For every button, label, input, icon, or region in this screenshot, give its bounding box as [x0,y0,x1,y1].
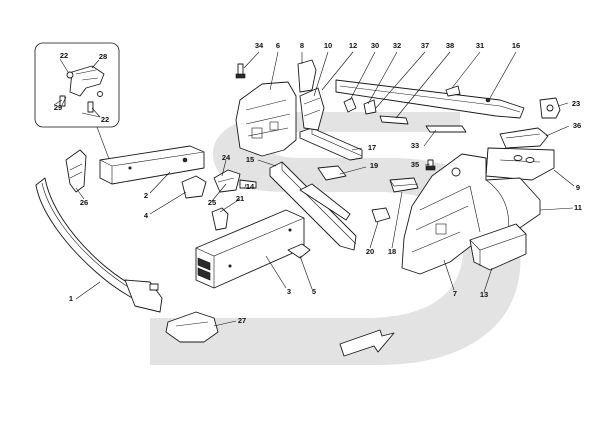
part-9-cover [485,147,555,181]
part-33-bracket [425,125,467,133]
part-8-strut [297,59,317,93]
callout-16: 16 [512,41,520,50]
callout-1: 1 [69,294,73,303]
callout-19: 19 [370,161,378,170]
part-24-25-bracket [213,169,257,193]
part-16-cross-beam [335,79,525,119]
callout-23: 23 [572,99,580,108]
callout-33: 33 [411,141,419,150]
part-18-box [389,177,419,193]
callout-26: 26 [80,198,88,207]
callout-10: 10 [324,41,332,50]
callout-5: 5 [312,287,316,296]
part-21-bracket [211,207,229,231]
callout-11: 11 [574,203,582,212]
part-3-crash-box [195,209,305,289]
callout-32: 32 [393,41,401,50]
inset-detail [34,42,120,176]
callout-17: 17 [368,143,376,152]
inset-label-29: 29 [54,103,62,112]
inset-label-22-bottom: 22 [101,115,109,124]
part-37-bracket [363,99,377,115]
part-36-bracket [499,127,549,149]
callout-35: 35 [411,160,419,169]
part-17-beam [299,127,363,161]
part-19-plate [317,165,347,181]
callout-24: 24 [222,153,231,162]
callout-37: 37 [421,41,429,50]
callout-38: 38 [446,41,454,50]
callout-18: 18 [388,247,396,256]
callout-labels: 22 28 29 22 34 6 8 10 12 30 32 37 38 31 … [54,41,582,325]
callout-2: 2 [144,191,148,200]
part-15-diagonal-beam [269,161,357,251]
callout-14: 14 [246,182,255,191]
callout-7: 7 [453,289,457,298]
part-26-bracket [65,149,87,193]
callout-3: 3 [287,287,291,296]
callout-6: 6 [276,41,280,50]
part-10-strut [299,87,325,131]
callout-12: 12 [349,41,357,50]
leader-lines [75,51,575,327]
callout-21: 21 [236,194,244,203]
part-35-bolt [425,159,436,171]
inset-label-28: 28 [99,52,107,61]
callout-36: 36 [573,121,581,130]
part-34-bolt [235,63,246,79]
part-23-bracket [539,97,561,119]
callout-13: 13 [480,290,488,299]
callout-9: 9 [576,183,580,192]
part-38-bracket [379,115,409,125]
callout-30: 30 [371,41,379,50]
part-20-block [371,207,391,223]
inset-label-22-top: 22 [60,51,68,60]
callout-8: 8 [300,41,304,50]
callout-31: 31 [476,41,484,50]
part-5-bracket [287,243,311,259]
part-32-bracket [343,97,357,113]
part-13-extension [469,223,527,271]
callout-27: 27 [238,316,246,325]
front-direction-arrow [339,329,395,357]
part-2-left-rail [99,145,205,185]
part-27-shield [165,311,219,343]
part-31-bracket [445,85,461,97]
part-1-bumper-beam [35,177,163,313]
callout-20: 20 [366,247,374,256]
callout-25: 25 [208,198,216,207]
callout-4: 4 [144,211,149,220]
part-4-bracket [181,175,207,199]
callout-15: 15 [246,155,254,164]
part-6-panel [235,81,297,157]
callout-34: 34 [255,41,264,50]
